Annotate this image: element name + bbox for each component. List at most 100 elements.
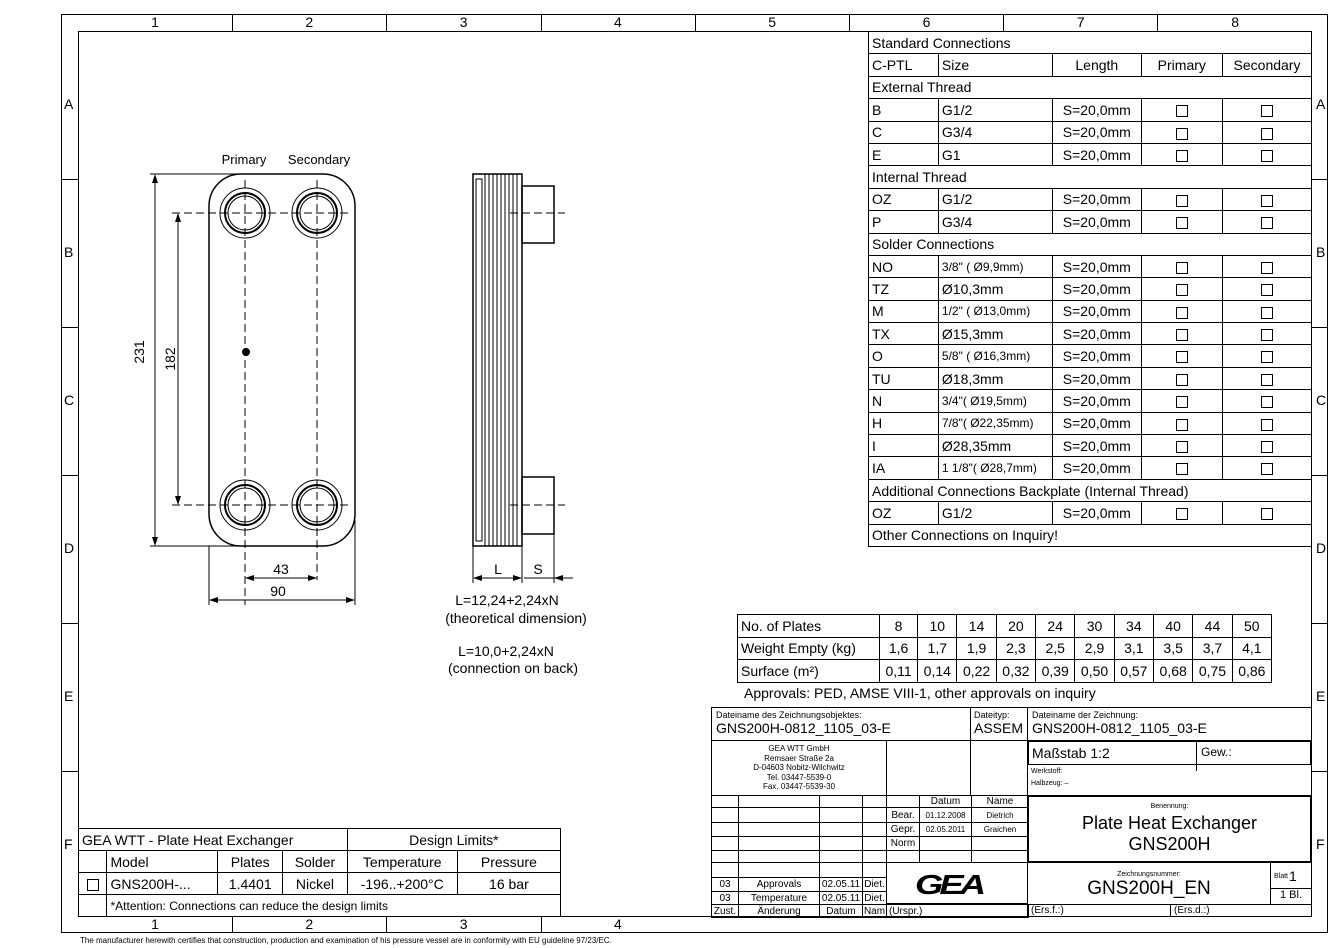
checkbox-icon[interactable] (1175, 127, 1188, 140)
checkbox-icon[interactable] (1261, 217, 1273, 230)
primary-checkbox-cell (1140, 389, 1224, 413)
checkbox-icon[interactable] (1175, 418, 1188, 431)
scale: Maßstab 1:2 (1032, 745, 1110, 761)
original-label: (Urspr.) (886, 904, 1029, 918)
checkbox-icon[interactable] (1175, 396, 1188, 409)
frame-tick (849, 14, 850, 31)
checkbox-icon[interactable] (1261, 508, 1273, 521)
checkbox-icon[interactable] (1175, 463, 1188, 476)
sheet-count: 1 Bl. (1270, 888, 1312, 905)
frame-column-label-bottom: 1 (151, 916, 159, 932)
checkbox-icon[interactable] (1261, 329, 1273, 342)
connection-length: S=20,0mm (1052, 299, 1142, 324)
checkbox-icon[interactable] (1175, 261, 1188, 274)
checkbox-icon[interactable] (1175, 508, 1188, 521)
change-entry: 02.05.11 (819, 891, 863, 905)
column-header: Secondary (1222, 53, 1312, 77)
group-header-row: Internal Thread (868, 165, 1312, 189)
plates-value: 24 (1035, 614, 1076, 638)
drawing-number-label: Zeichnungsnummer: (1117, 871, 1181, 878)
plates-value: 14 (956, 614, 997, 638)
change-cell (711, 836, 739, 851)
frame-column-label: 2 (305, 14, 314, 30)
checkbox-icon[interactable] (1175, 284, 1188, 297)
sheet-label: Blatt (1274, 873, 1289, 880)
secondary-checkbox-cell (1222, 187, 1312, 212)
column-header: Model (106, 850, 219, 873)
checkbox-icon[interactable] (1175, 306, 1188, 319)
checkbox-icon[interactable] (1261, 105, 1273, 118)
checkbox-icon[interactable] (1175, 373, 1188, 386)
approval-cell (919, 836, 972, 851)
frame-tick (540, 916, 542, 933)
plates-value: 0,11 (878, 659, 919, 683)
checkbox-icon[interactable] (1261, 194, 1273, 207)
checkbox-icon[interactable] (1175, 194, 1188, 207)
empty-cell (77, 894, 108, 917)
model-checkbox-cell (77, 872, 108, 895)
checkbox-icon[interactable] (1261, 284, 1273, 297)
checkbox-icon[interactable] (1261, 149, 1273, 162)
obj-value: GNS200H-0812_1105_03-E (716, 720, 891, 736)
checkbox-icon[interactable] (1261, 306, 1273, 319)
checkbox-icon[interactable] (1175, 329, 1188, 342)
checkbox-icon[interactable] (1261, 261, 1273, 274)
frame-row-label: F (64, 836, 73, 852)
checkbox-icon[interactable] (1261, 418, 1273, 431)
checkbox-icon[interactable] (1261, 441, 1273, 454)
checkbox-icon[interactable] (1261, 463, 1273, 476)
group-header-row: Additional Connections Backplate (Intern… (868, 478, 1312, 503)
checkbox-icon[interactable] (1175, 351, 1188, 364)
checkbox-icon[interactable] (1175, 441, 1188, 454)
primary-checkbox-cell (1140, 344, 1224, 368)
plates-value: 1,9 (956, 636, 997, 661)
connection-size: 3/8" ( Ø9,9mm) (937, 254, 1054, 279)
checkbox-icon[interactable] (1261, 127, 1273, 140)
column-header: Length (1052, 53, 1142, 77)
checkbox-icon[interactable] (1175, 105, 1188, 118)
connection-code: TU (868, 366, 939, 391)
company-line: GEA WTT GmbH (768, 744, 830, 753)
connection-size: G3/4 (937, 120, 1054, 144)
frame-tick (386, 916, 388, 933)
secondary-checkbox-cell (1222, 366, 1312, 391)
connection-size: G3/4 (937, 210, 1054, 234)
change-cell (819, 862, 863, 878)
primary-checkbox-cell (1140, 254, 1224, 279)
checkbox-icon[interactable] (1175, 149, 1188, 162)
checkbox-icon[interactable] (1175, 217, 1188, 230)
connection-length: S=20,0mm (1052, 501, 1142, 525)
column-header: Temperature (346, 850, 458, 873)
weight: Gew.: (1196, 742, 1236, 771)
checkbox-icon[interactable] (1261, 373, 1273, 386)
formula-theoretical: L=12,24+2,24xN (455, 592, 559, 608)
frame-tick (1157, 14, 1159, 31)
change-cell (819, 822, 863, 837)
dim-182: 182 (162, 347, 178, 371)
primary-checkbox-cell (1140, 299, 1224, 324)
frame-tick (386, 14, 388, 31)
company-line: Tel. 03447-5539-0 (766, 772, 832, 782)
frame-column-label: 8 (1231, 14, 1239, 30)
change-entry: 03 (711, 877, 739, 892)
checkbox-icon[interactable] (86, 878, 99, 891)
connection-code: C (868, 120, 939, 144)
checkbox-icon[interactable] (1261, 351, 1273, 364)
change-header: Datum (819, 904, 863, 918)
file-value: GNS200H-0812_1105_03-E (1032, 720, 1207, 736)
outer-frame (61, 14, 1328, 933)
dim-90: 90 (270, 583, 286, 599)
plates-value: 34 (1113, 614, 1155, 638)
change-cell (711, 822, 739, 837)
checkbox-icon[interactable] (1261, 396, 1273, 409)
